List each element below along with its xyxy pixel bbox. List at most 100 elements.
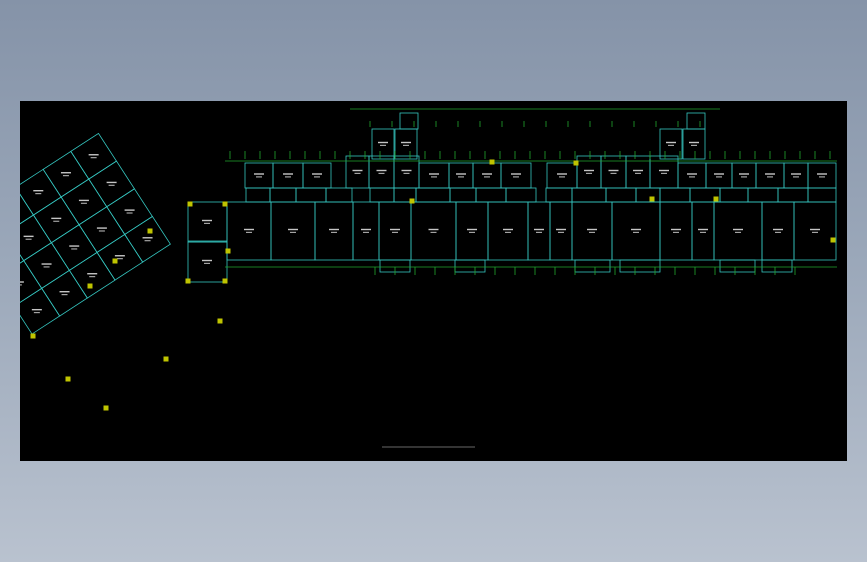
room-tag-line (202, 219, 212, 222)
wing-room-tag (78, 199, 89, 204)
wing-room-outline (50, 224, 98, 271)
room-tag-line (819, 176, 825, 178)
room-tag-line (108, 184, 115, 186)
room-tag-line (106, 181, 117, 184)
wing-room-tag (33, 190, 44, 195)
wall-outline (574, 259, 611, 273)
wall-outline (611, 201, 661, 261)
wall-outline (719, 187, 749, 203)
room-tag-line (25, 238, 32, 240)
wing-room-outline (20, 186, 34, 234)
room-tag-line (244, 228, 254, 231)
room-tag-line (765, 173, 775, 175)
room-tag-line (534, 228, 544, 231)
column-marker (30, 333, 36, 339)
wing-room-tag (96, 227, 107, 232)
wall-outline (807, 162, 837, 189)
wall-outline (245, 187, 271, 203)
wall-outline (713, 201, 763, 261)
column-marker (163, 356, 169, 362)
room-tag-line (204, 262, 210, 264)
wall-outline (269, 187, 297, 203)
room-tag-line (633, 231, 639, 233)
wall-outline (272, 162, 304, 189)
room-tag-line (88, 154, 99, 156)
wing-room-tag (31, 308, 42, 314)
room-tag-line (558, 231, 564, 233)
room-tag-line (691, 144, 697, 146)
room-tag-line (53, 220, 60, 222)
column-marker (713, 196, 719, 202)
room-tag-line (513, 176, 519, 178)
room-tag-line (429, 173, 439, 175)
room-tag-line (467, 228, 477, 231)
wall-outline (719, 259, 756, 273)
wing-room-outline (88, 160, 135, 208)
room-tag-line (741, 176, 747, 178)
wing-room-outline (42, 150, 90, 198)
room-tag-line (666, 141, 676, 144)
wall-outline (761, 201, 795, 261)
wall-outline (777, 187, 809, 203)
wall-outline (731, 162, 757, 189)
room-tag-line (378, 172, 385, 174)
wall-outline (187, 241, 228, 283)
wing-room-tag (114, 255, 125, 260)
wing-room-tag (59, 291, 70, 296)
column-marker (409, 198, 415, 204)
wing-room-outline (124, 215, 171, 263)
room-tag-line (431, 176, 437, 178)
room-tag-line (142, 237, 153, 239)
wing-room-tag (23, 235, 34, 240)
cad-viewport[interactable] (20, 101, 847, 461)
wall-outline (487, 201, 529, 261)
wing-room-outline (20, 214, 52, 262)
wall-outline (691, 201, 715, 261)
column-marker (222, 201, 228, 207)
room-tag-line (126, 212, 133, 214)
room-tag-line (33, 311, 40, 314)
column-marker (649, 196, 655, 202)
wall-outline (410, 201, 457, 261)
room-tag-line (41, 263, 52, 265)
room-tag-line (810, 228, 820, 231)
room-tag-line (482, 173, 492, 175)
room-tag-line (392, 231, 398, 233)
room-tag-line (661, 172, 667, 174)
wall-outline (500, 162, 532, 189)
room-tag-line (484, 176, 490, 178)
room-tag-line (557, 173, 567, 175)
room-tag-line (59, 291, 70, 293)
room-tag-line (90, 157, 97, 159)
room-tag-line (716, 176, 722, 178)
room-tag-line (610, 172, 617, 174)
room-tag-line (331, 231, 337, 233)
column-marker (573, 160, 579, 166)
wing-room-tag (142, 237, 153, 242)
room-tag-line (87, 273, 98, 275)
room-tag-line (793, 176, 799, 178)
wing-room-tag (41, 263, 52, 268)
column-marker (489, 159, 495, 165)
room-tag-line (51, 217, 62, 220)
room-tag-line (403, 172, 410, 174)
wall-outline (270, 201, 316, 261)
wall-outline (793, 201, 837, 261)
wall-outline (571, 187, 607, 203)
wall-outline (314, 201, 354, 261)
room-tag-line (735, 231, 741, 233)
room-tag-line (635, 172, 641, 174)
room-tag-line (559, 176, 565, 178)
wall-outline (505, 187, 537, 203)
room-tag-line (124, 209, 135, 211)
room-tag-line (96, 227, 107, 229)
wall-outline (418, 162, 450, 189)
room-tag-line (31, 308, 42, 311)
wall-outline (677, 162, 707, 189)
wall-outline (244, 162, 274, 189)
room-tag-line (587, 228, 597, 231)
wing-room-outline (106, 188, 153, 235)
wing-room-outline (20, 287, 61, 335)
wall-outline (659, 128, 683, 160)
room-tag-line (403, 144, 409, 146)
